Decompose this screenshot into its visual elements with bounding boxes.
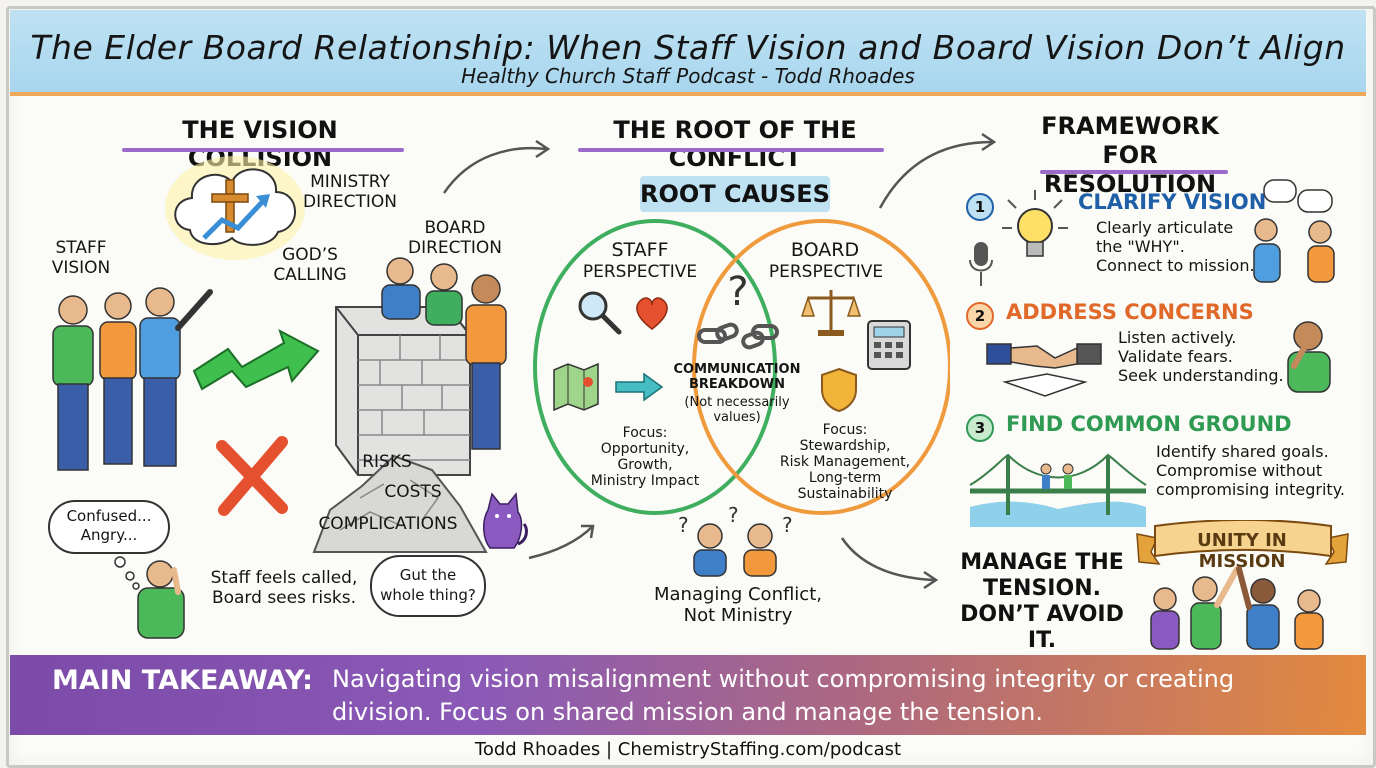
arrow-icon — [840, 537, 939, 590]
staff-vision-label: STAFF VISION — [51, 238, 111, 278]
confused-person-illustration — [137, 560, 185, 639]
shield-icon — [821, 367, 857, 413]
root-underline — [578, 148, 884, 152]
arrow-icon — [615, 372, 664, 402]
arrow-icon — [878, 132, 997, 209]
comm-note-text: (Not necessarily values) — [684, 395, 790, 425]
venn-diagram — [533, 219, 950, 515]
main-takeaway-banner: MAIN TAKEAWAY: Navigating vision misalig… — [10, 655, 1366, 735]
step-3-body: Identify shared goals. Compromise withou… — [1156, 442, 1345, 499]
broken-chain-icon — [697, 322, 779, 350]
footer-credit: Todd Rhoades | ChemistryStaffing.com/pod… — [474, 739, 902, 760]
staff-focus-text: Focus: Opportunity, Growth, Ministry Imp… — [590, 425, 700, 489]
step-3-number: 3 — [966, 414, 994, 442]
thought-dots-icon — [114, 556, 140, 590]
thinking-person-illustration — [1287, 321, 1331, 393]
confused-bubble: Confused... Angry... — [48, 500, 170, 554]
takeaway-label: MAIN TAKEAWAY: — [52, 665, 313, 696]
question-mark-icon: ? — [727, 269, 748, 315]
cat-icon — [483, 492, 528, 549]
step-3-title: FIND COMMON GROUND — [1006, 412, 1292, 436]
bridge-icon — [969, 453, 1147, 527]
root-heading: THE ROOT OF THE CONFLICT — [613, 116, 857, 172]
arrow-icon — [192, 328, 320, 391]
confused-text: Confused... Angry... — [66, 507, 152, 544]
conversation-illustration — [1253, 179, 1335, 283]
thought-cloud-icon — [165, 156, 305, 260]
root-causes-label: ROOT CAUSES — [640, 180, 830, 208]
lightbulb-icon — [1002, 190, 1068, 257]
root-causes-box: ROOT CAUSES — [640, 176, 830, 212]
calculator-icon — [867, 320, 911, 370]
svg-text:?: ? — [782, 513, 793, 537]
gods-calling-label: GOD’S CALLING — [273, 245, 347, 285]
x-mark-icon — [216, 436, 288, 516]
unity-banner-ribbon — [1136, 520, 1349, 565]
framework-heading: FRAMEWORK FOR RESOLUTION — [1041, 112, 1219, 198]
questioning-people-illustration: ? ? ? — [678, 503, 793, 577]
comm-breakdown-text: COMMUNICATION BREAKDOWN — [673, 362, 801, 392]
complications-label: COMPLICATIONS — [318, 514, 458, 534]
risks-label: RISKS — [362, 452, 412, 472]
managing-conflict-text: Managing Conflict, Not Ministry — [654, 584, 822, 626]
whiteboard — [6, 6, 1376, 768]
step-1-title: CLARIFY VISION — [1078, 190, 1267, 214]
page-subtitle: Healthy Church Staff Podcast - Todd Rhoa… — [461, 64, 915, 88]
collision-underline — [122, 148, 404, 152]
map-icon — [553, 362, 599, 412]
magnifier-icon — [578, 291, 622, 335]
step-2-body: Listen actively. Validate fears. Seek un… — [1118, 328, 1284, 385]
gut-bubble: Gut the whole thing? — [370, 555, 486, 617]
staff-feels-text: Staff feels called, Board sees risks. — [210, 568, 358, 608]
ministry-direction-label: MINISTRY DIRECTION — [302, 172, 398, 212]
board-perspective-subtitle: PERSPECTIVE — [768, 262, 884, 282]
board-perspective-title: BOARD — [790, 239, 860, 261]
svg-text:?: ? — [727, 269, 748, 315]
costs-label: COSTS — [384, 482, 442, 502]
takeaway-text: Navigating vision misalignment without c… — [332, 665, 1235, 726]
step-2-number: 2 — [966, 302, 994, 330]
gut-text: Gut the whole thing? — [380, 566, 476, 604]
svg-text:?: ? — [728, 503, 739, 527]
board-people-illustration — [381, 257, 507, 450]
board-direction-label: BOARD DIRECTION — [407, 218, 503, 258]
unity-banner-text: UNITY IN MISSION — [1197, 530, 1287, 572]
step-2-title: ADDRESS CONCERNS — [1006, 300, 1254, 324]
handshake-icon — [986, 343, 1102, 397]
arrow-icon — [442, 139, 551, 194]
heart-icon — [636, 297, 668, 330]
staff-perspective-subtitle: PERSPECTIVE — [582, 262, 698, 282]
microphone-icon — [969, 242, 993, 286]
staff-people-illustration — [52, 287, 213, 471]
staff-perspective-title: STAFF — [611, 239, 669, 261]
manage-tension-text: MANAGE THE TENSION. DON’T AVOID IT. — [960, 550, 1124, 653]
board-focus-text: Focus: Stewardship, Risk Management, Lon… — [779, 422, 911, 502]
page-title: The Elder Board Relationship: When Staff… — [30, 28, 1346, 67]
scales-icon — [800, 290, 862, 336]
header-banner: The Elder Board Relationship: When Staff… — [10, 10, 1366, 96]
step-1-body: Clearly articulate the "WHY". Connect to… — [1096, 218, 1255, 275]
framework-underline — [1040, 170, 1228, 174]
step-1-number: 1 — [966, 193, 994, 221]
rubble-pile-illustration — [312, 454, 488, 553]
unity-people-illustration — [1150, 566, 1324, 650]
arrow-icon — [528, 524, 595, 560]
svg-text:?: ? — [678, 513, 689, 537]
